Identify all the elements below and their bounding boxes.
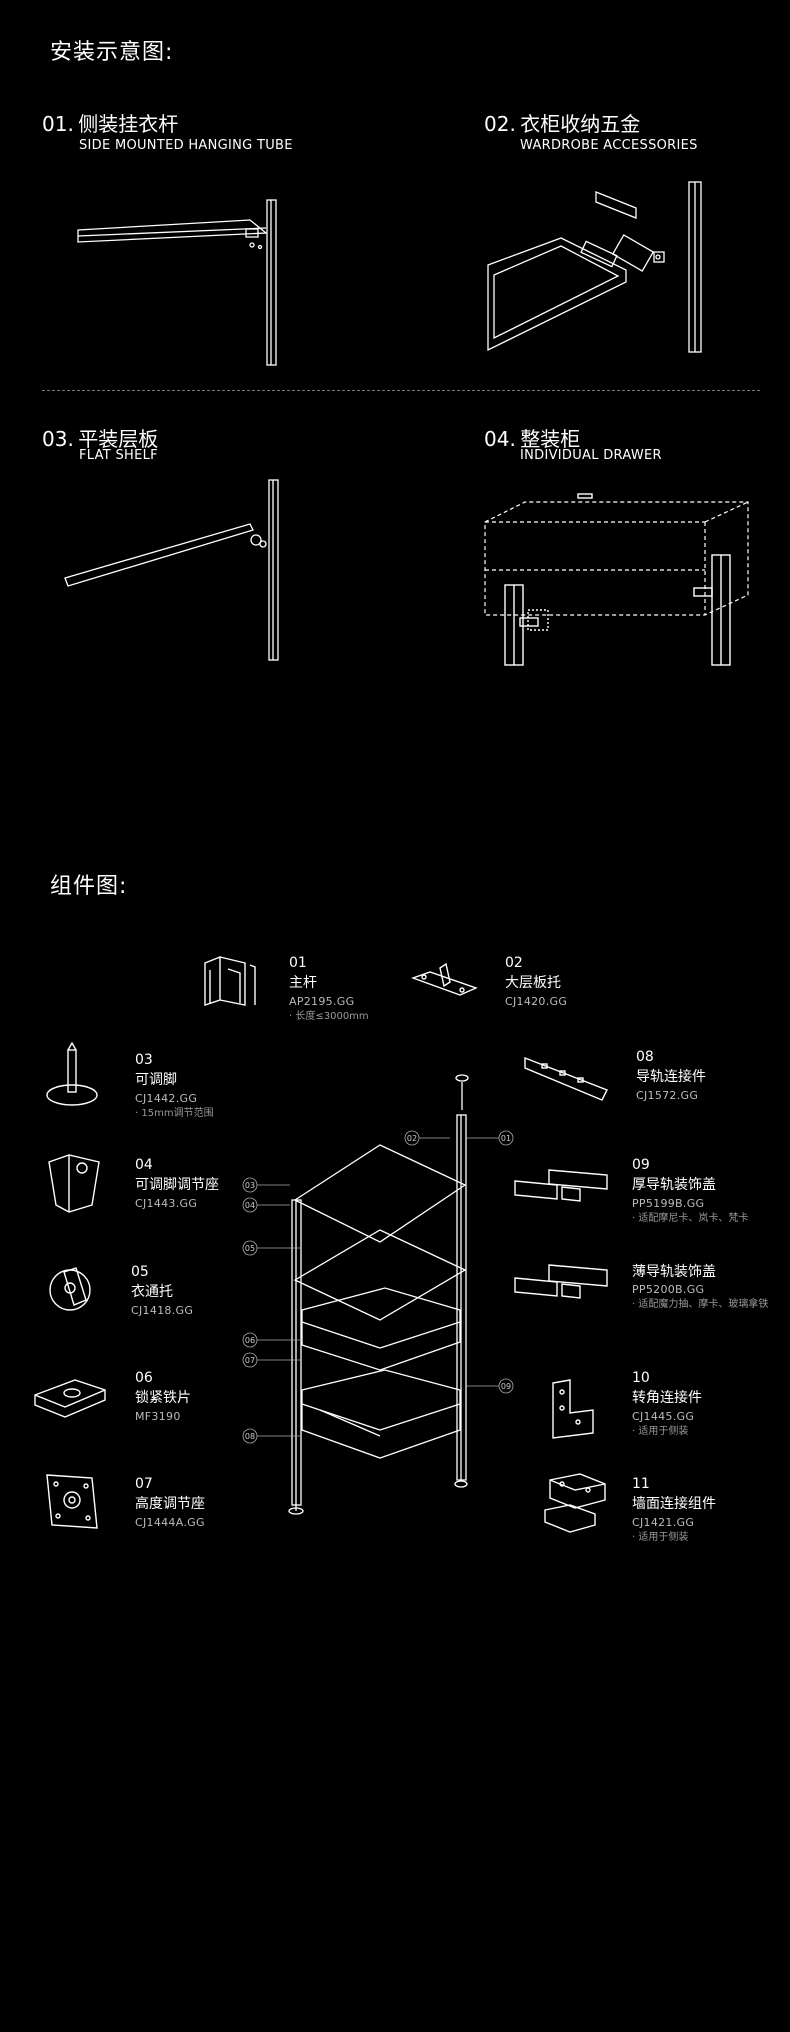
rod-support-icon: [49, 1267, 91, 1311]
wall-connector-assembly-icon: [544, 1473, 606, 1533]
callout-05: 05: [245, 1244, 255, 1253]
section-01-subtitle: SIDE MOUNTED HANGING TUBE: [79, 138, 293, 153]
part-03-name: 可调脚: [135, 1072, 177, 1089]
part-11-note: · 适用于侧装: [632, 1531, 689, 1543]
part-08-code: CJ1572.GG: [636, 1088, 699, 1102]
callout-08: 08: [245, 1432, 255, 1441]
part-05-number: 05: [131, 1264, 149, 1280]
part-07-number: 07: [135, 1476, 153, 1492]
part-02-number: 02: [505, 955, 523, 971]
thin-rail-cover-icon: [514, 1264, 608, 1299]
section-03-subtitle: FLAT SHELF: [79, 448, 158, 463]
corner-connector-icon: [552, 1379, 594, 1439]
main-pole-icon: [204, 955, 256, 1006]
part-01-note: · 长度≤3000mm: [289, 1010, 369, 1022]
part-07: 07 高度调节座 CJ1444A.GG: [135, 1474, 205, 1531]
part-09-code: PP5199B.GG: [632, 1196, 705, 1210]
section-02-subtitle: WARDROBE ACCESSORIES: [520, 138, 698, 153]
components-title: 组件图:: [50, 874, 128, 899]
callout-02: 02: [407, 1134, 417, 1143]
section-03-number: 03.: [42, 427, 74, 451]
part-03-number: 03: [135, 1052, 153, 1068]
section-03-title: 平装层板: [78, 427, 159, 451]
section-04-title: 整装柜: [520, 427, 581, 451]
part-07-code: CJ1444A.GG: [135, 1515, 205, 1529]
part-09-note: · 适配摩尼卡、岚卡、梵卡: [632, 1212, 749, 1224]
part-06-name: 锁紧铁片: [135, 1390, 191, 1407]
part-09b-note: · 适配魔力抽、摩卡、玻璃拿铁: [632, 1299, 769, 1311]
part-11-number: 11: [632, 1476, 650, 1492]
callout-07: 07: [245, 1356, 255, 1365]
part-01-code: AP2195.GG: [289, 994, 355, 1008]
part-07-name: 高度调节座: [135, 1496, 205, 1513]
section-02-number: 02.: [484, 112, 516, 136]
part-09b: 薄导轨装饰盖 PP5200B.GG · 适配魔力抽、摩卡、玻璃拿铁: [632, 1262, 768, 1313]
part-04-code: CJ1443.GG: [135, 1196, 198, 1210]
part-05-code: CJ1418.GG: [131, 1303, 194, 1317]
part-05-name: 衣通托: [131, 1284, 173, 1301]
part-04-name: 可调脚调节座: [135, 1177, 219, 1194]
part-05: 05 衣通托 CJ1418.GG: [131, 1262, 193, 1319]
section-01-title: 侧装挂衣杆: [78, 112, 179, 136]
individual-drawer-illustration: [484, 493, 749, 666]
section-04-subtitle: INDIVIDUAL DRAWER: [520, 448, 662, 463]
exploded-assembly-diagram: 02 01 03 04 05 06 07 09 08: [242, 1074, 514, 1515]
part-02-name: 大层板托: [505, 975, 561, 992]
part-10-note: · 适用于侧装: [632, 1425, 689, 1437]
section-03-heading: 03. 平装层板: [42, 423, 158, 452]
part-09-number: 09: [632, 1157, 650, 1173]
section-01-heading: 01. 侧装挂衣杆: [42, 108, 178, 137]
part-03-code: CJ1442.GG: [135, 1091, 198, 1105]
callout-01: 01: [501, 1134, 511, 1143]
part-08: 08 导轨连接件 CJ1572.GG: [636, 1047, 706, 1104]
part-10: 10 转角连接件 CJ1445.GG · 适用于侧装: [632, 1368, 702, 1439]
part-10-number: 10: [632, 1370, 650, 1386]
part-01-number: 01: [289, 955, 307, 971]
install-title: 安装示意图:: [50, 40, 174, 65]
height-adjust-seat-icon: [46, 1474, 98, 1529]
part-06: 06 锁紧铁片 MF3190: [135, 1368, 191, 1425]
part-11-code: CJ1421.GG: [632, 1515, 695, 1529]
part-11: 11 墙面连接组件 CJ1421.GG · 适用于侧装: [632, 1474, 716, 1545]
flat-shelf-illustration: [64, 479, 279, 661]
part-08-number: 08: [636, 1049, 654, 1065]
callout-04: 04: [245, 1201, 255, 1210]
part-11-name: 墙面连接组件: [632, 1496, 716, 1513]
part-09b-code: PP5200B.GG: [632, 1283, 705, 1297]
part-09: 09 厚导轨装饰盖 PP5199B.GG · 适配摩尼卡、岚卡、梵卡: [632, 1155, 748, 1226]
section-02-heading: 02. 衣柜收纳五金: [484, 108, 640, 137]
part-03-note: · 15mm调节范围: [135, 1107, 214, 1119]
part-02-code: CJ1420.GG: [505, 994, 568, 1008]
callout-03: 03: [245, 1181, 255, 1190]
section-04-number: 04.: [484, 427, 516, 451]
locking-plate-icon: [34, 1379, 106, 1418]
part-01: 01 主杆 AP2195.GG · 长度≤3000mm: [289, 953, 369, 1024]
hanging-tube-illustration: [77, 199, 277, 366]
part-10-code: CJ1445.GG: [632, 1409, 695, 1423]
section-divider: [42, 390, 760, 391]
part-06-number: 06: [135, 1370, 153, 1386]
part-04: 04 可调脚调节座 CJ1443.GG: [135, 1155, 219, 1212]
part-09-name: 厚导轨装饰盖: [632, 1177, 716, 1194]
part-10-name: 转角连接件: [632, 1390, 702, 1407]
part-09b-name: 薄导轨装饰盖: [632, 1264, 716, 1280]
wardrobe-accessories-illustration: [487, 181, 702, 353]
part-01-name: 主杆: [289, 975, 317, 992]
thick-rail-cover-icon: [514, 1169, 608, 1202]
section-02-title: 衣柜收纳五金: [520, 112, 641, 136]
foot-adjust-seat-icon: [48, 1154, 100, 1213]
part-04-number: 04: [135, 1157, 153, 1173]
callout-06: 06: [245, 1336, 255, 1345]
shelf-bracket-icon: [410, 962, 478, 996]
section-04-heading: 04. 整装柜: [484, 423, 580, 452]
part-02: 02 大层板托 CJ1420.GG: [505, 953, 567, 1010]
adjustable-foot-icon: [46, 1041, 98, 1106]
part-03: 03 可调脚 CJ1442.GG · 15mm调节范围: [135, 1050, 214, 1121]
callout-09: 09: [501, 1382, 511, 1391]
part-06-code: MF3190: [135, 1409, 181, 1423]
rail-connector-icon: [524, 1056, 608, 1101]
part-08-name: 导轨连接件: [636, 1069, 706, 1086]
section-01-number: 01.: [42, 112, 74, 136]
